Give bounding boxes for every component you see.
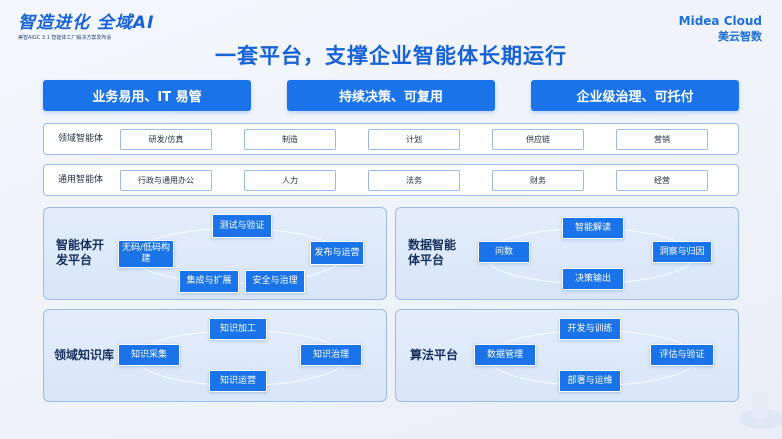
brand-name-cn: 美云智数 [718, 30, 762, 43]
domain-knowledge-title: 领域知识库 [54, 348, 115, 362]
general-agents-label: 通用智能体 [58, 175, 104, 185]
general-agents-row: 通用智能体 行政与通用办公 人力 法务 财务 经营 [43, 164, 739, 196]
domain-knowledge-panel: 领域知识库 知识加工 知识采集 知识治理 知识运营 [43, 309, 387, 402]
pillar-enterprise-governance: 企业级治理、可托付 [531, 80, 739, 111]
general-agent-item: 经营 [616, 170, 708, 191]
node-decision-output: 决策输出 [562, 268, 624, 290]
algorithm-platform-title: 算法平台 [410, 348, 459, 362]
brand-logo: Midea Cloud 美云智数 [679, 14, 762, 44]
general-agent-item: 行政与通用办公 [120, 170, 212, 191]
event-logo-subtitle: 美智AIGC 3.1 智能体工厂解决方案发布会 [18, 35, 112, 41]
pillar-continuous-decision: 持续决策、可复用 [287, 80, 495, 111]
domain-agent-item: 计划 [368, 129, 460, 150]
node-data-management: 数据管理 [474, 344, 536, 366]
node-develop-train: 开发与训练 [559, 318, 621, 340]
node-test-verify: 测试与验证 [212, 214, 272, 238]
domain-agent-item: 制造 [244, 129, 336, 150]
event-logo: 智造进化 全域AI 美智AIGC 3.1 智能体工厂解决方案发布会 [18, 8, 154, 41]
data-agent-platform-panel: 数据智能体平台 智能解读 问数 洞察与归因 决策输出 [395, 207, 739, 300]
node-integrate-extend: 集成与扩展 [179, 270, 239, 293]
node-smart-interpret: 智能解读 [562, 217, 624, 239]
node-knowledge-govern: 知识治理 [300, 344, 362, 366]
node-insight-attribution: 洞察与归因 [652, 241, 712, 263]
decorative-corner-graphic [740, 389, 782, 429]
node-ask-data: 问数 [478, 241, 530, 263]
domain-agent-item: 营销 [616, 129, 708, 150]
agent-dev-platform-panel: 智能体开发平台 测试与验证 无码/低码构建 发布与运营 集成与扩展 安全与治理 [43, 207, 387, 300]
agent-dev-platform-title: 智能体开发平台 [56, 238, 105, 267]
domain-agent-item: 研发/仿真 [120, 129, 212, 150]
node-nocode-build: 无码/低码构建 [118, 240, 174, 268]
pillar-easy-use: 业务易用、IT 易管 [43, 80, 251, 111]
node-evaluate-verify: 评估与验证 [650, 344, 714, 366]
algorithm-platform-panel: 算法平台 开发与训练 数据管理 评估与验证 部署与运维 [395, 309, 739, 402]
general-agent-item: 法务 [368, 170, 460, 191]
event-logo-title: 智造进化 全域AI [18, 13, 155, 33]
domain-agent-item: 供应链 [492, 129, 584, 150]
data-agent-platform-title: 数据智能体平台 [408, 238, 457, 267]
node-knowledge-operate: 知识运营 [209, 370, 267, 392]
domain-agents-label: 领域智能体 [58, 134, 104, 144]
node-security-governance: 安全与治理 [245, 270, 305, 293]
brand-name-en: Midea Cloud [678, 14, 762, 28]
node-knowledge-process: 知识加工 [209, 318, 267, 340]
general-agent-item: 人力 [244, 170, 336, 191]
node-knowledge-collect: 知识采集 [118, 344, 180, 366]
node-publish-operate: 发布与运营 [310, 241, 364, 265]
general-agent-item: 财务 [492, 170, 584, 191]
domain-agents-row: 领域智能体 研发/仿真 制造 计划 供应链 营销 [43, 123, 739, 155]
node-deploy-operate: 部署与运维 [559, 370, 621, 392]
page-title: 一套平台，支撑企业智能体长期运行 [215, 44, 567, 68]
